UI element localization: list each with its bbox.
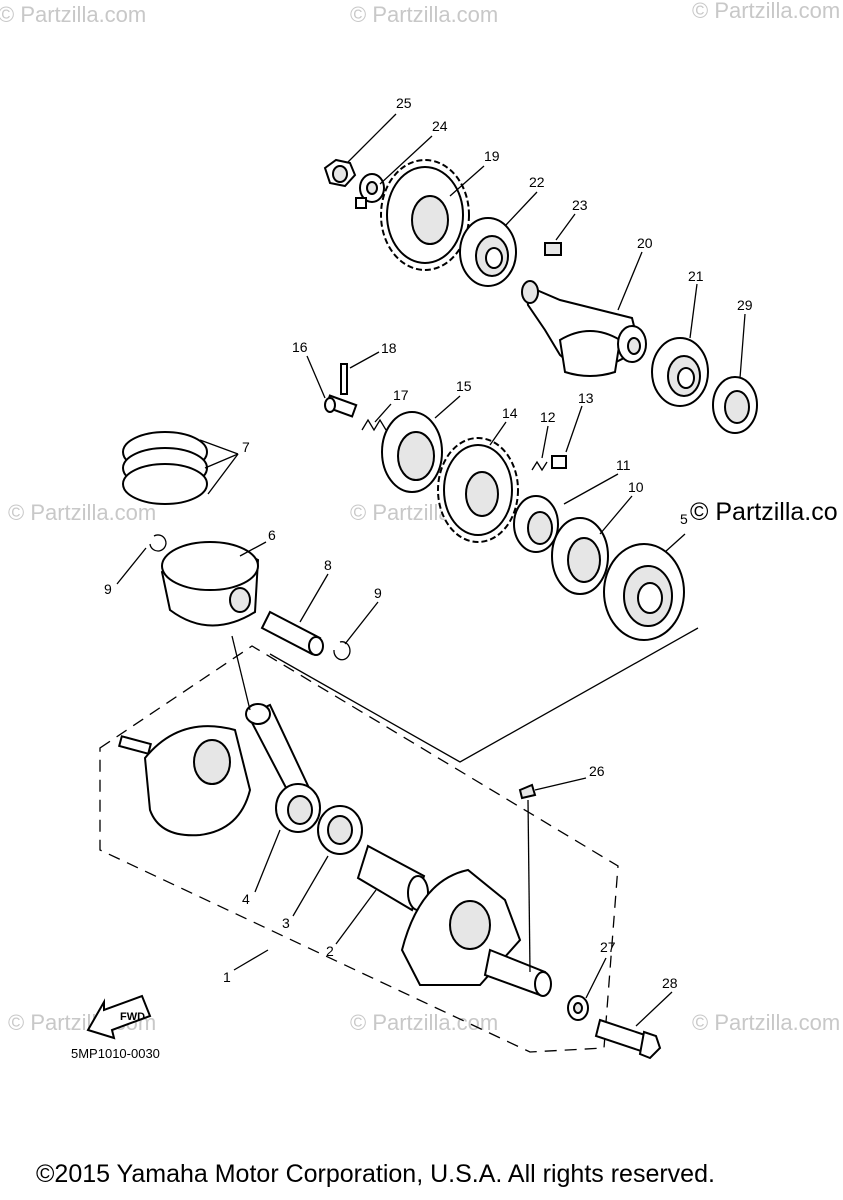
diagram-code: 5MP1010-0030 (71, 1046, 160, 1061)
plate-part (381, 411, 443, 493)
callout-7: 7 (242, 439, 250, 455)
watermark: © Partzilla.com (692, 1010, 841, 1035)
piston-pin-part (260, 610, 324, 656)
nut-part (323, 158, 357, 188)
watermark: © Partzilla.com (0, 2, 147, 27)
bearing-part (712, 376, 758, 434)
callout-15: 15 (456, 378, 472, 394)
callout-2: 2 (326, 943, 334, 959)
callout-21: 21 (688, 268, 704, 284)
callout-14: 14 (502, 405, 518, 421)
drive-gear-part (437, 437, 519, 543)
callout-17: 17 (393, 387, 409, 403)
callout-24: 24 (432, 118, 448, 134)
callout-18: 18 (381, 340, 397, 356)
balancer-shaft-part (521, 280, 647, 377)
watermark: © Partzilla.com (692, 0, 841, 23)
watermark: © Partzilla.com (350, 1010, 499, 1035)
assembly-boundary (269, 627, 699, 763)
callout-8: 8 (324, 557, 332, 573)
callout-27: 27 (600, 939, 616, 955)
piston-rings-part (122, 431, 208, 505)
crank-bearing-part (603, 543, 685, 641)
callout-labels: 25 24 19 22 23 20 21 29 16 18 17 15 14 1… (104, 95, 753, 991)
bearing-part (459, 217, 517, 287)
piston-part (160, 541, 260, 627)
callout-26: 26 (589, 763, 605, 779)
brand-watermark: © Partzilla.co (690, 498, 838, 526)
crank-web-part (400, 868, 552, 997)
circlip-part (149, 534, 167, 552)
callout-25: 25 (396, 95, 412, 111)
watermark: © Partzilla.com (350, 2, 499, 27)
fwd-label: FWD (120, 1011, 145, 1023)
callout-9: 9 (104, 581, 112, 597)
crank-web-part (117, 725, 252, 837)
bearing-part (651, 337, 709, 407)
pin-part (340, 363, 348, 395)
woodruff-key-part (544, 242, 562, 256)
spring-part (531, 460, 548, 472)
forward-arrow-icon: FWD (86, 994, 152, 1040)
crankshaft-assembly-box (99, 645, 619, 1053)
plate-part (551, 517, 609, 595)
bolt-part (594, 1018, 662, 1060)
plunger-part (551, 455, 567, 469)
needle-bearing-part (317, 805, 363, 855)
callout-28: 28 (662, 975, 678, 991)
woodruff-key-part (518, 783, 537, 800)
watermark: © Partzilla.com (8, 500, 157, 525)
pin-part (324, 394, 358, 418)
leader-lines (116, 113, 746, 1027)
copyright-text: ©2015 Yamaha Motor Corporation, U.S.A. A… (36, 1160, 715, 1188)
lock-washer-part (355, 173, 385, 209)
circlip-part (333, 641, 351, 661)
callout-12: 12 (540, 409, 556, 425)
callout-20: 20 (637, 235, 653, 251)
washer-part (567, 995, 589, 1021)
balancer-gear-part (380, 159, 470, 271)
callout-13: 13 (578, 390, 594, 406)
callout-16: 16 (292, 339, 308, 355)
callout-3: 3 (282, 915, 290, 931)
callout-5: 5 (680, 511, 688, 527)
callout-6: 6 (268, 527, 276, 543)
callout-10: 10 (628, 479, 644, 495)
callout-22: 22 (529, 174, 545, 190)
callout-11: 11 (616, 457, 631, 473)
callout-4: 4 (242, 891, 250, 907)
callout-29: 29 (737, 297, 753, 313)
callout-1: 1 (223, 969, 231, 985)
connecting-rod-part (245, 703, 321, 833)
callout-19: 19 (484, 148, 500, 164)
buffer-boss-part (513, 495, 559, 553)
callout-9: 9 (374, 585, 382, 601)
spring-part (361, 418, 387, 432)
callout-23: 23 (572, 197, 588, 213)
